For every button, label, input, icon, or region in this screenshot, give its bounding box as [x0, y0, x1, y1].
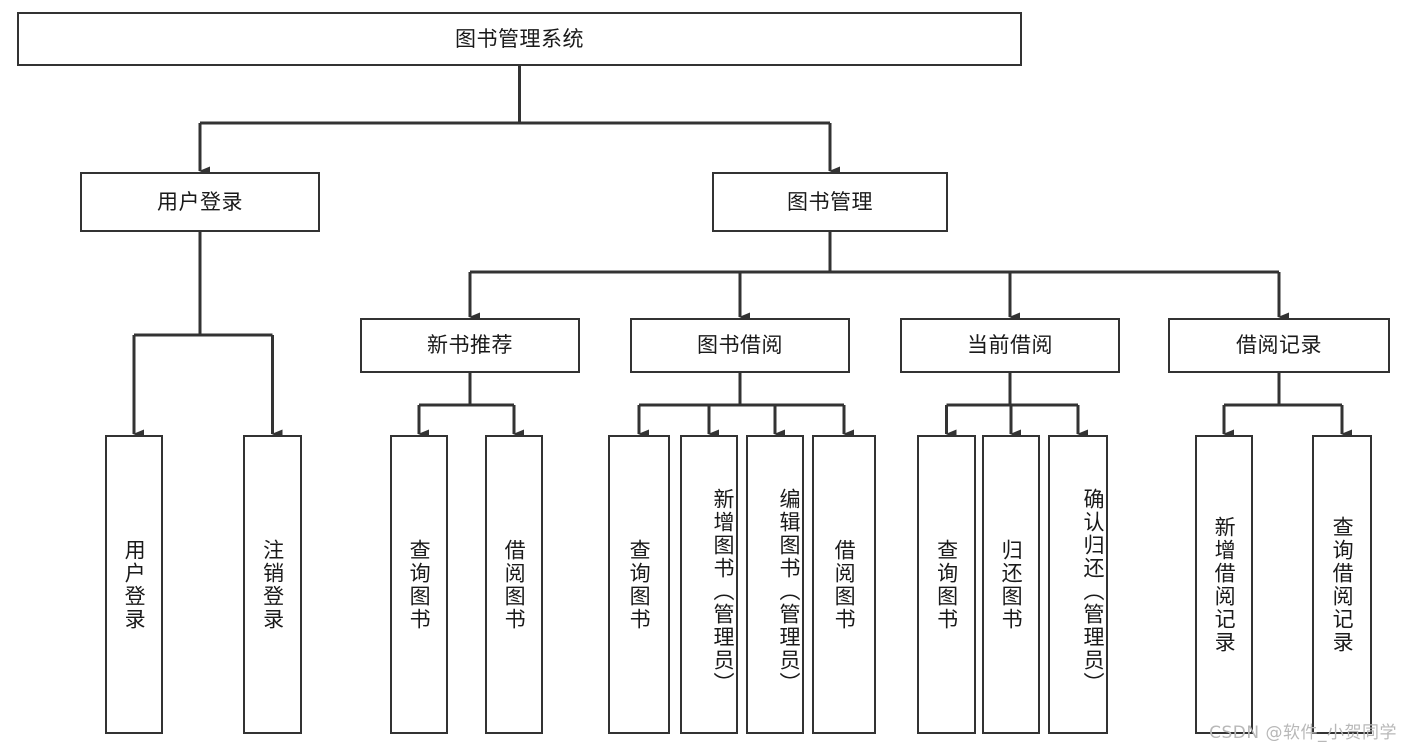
node-leaf-confirm-return[interactable]: 确认归还（管理员） [1048, 435, 1108, 734]
node-label: 当前借阅 [967, 333, 1053, 358]
node-leaf-add-record[interactable]: 新增借阅记录 [1195, 435, 1253, 734]
node-label: 新增图书（管理员） [711, 488, 735, 695]
node-current-borrow[interactable]: 当前借阅 [900, 318, 1120, 373]
node-label: 查询图书 [407, 538, 432, 631]
node-user-login[interactable]: 用户登录 [80, 172, 320, 232]
connector-lines [132, 66, 1352, 439]
node-label: 查询图书 [934, 538, 959, 631]
node-book-manage[interactable]: 图书管理 [712, 172, 948, 232]
node-leaf-query-record[interactable]: 查询借阅记录 [1312, 435, 1372, 734]
node-leaf-edit-book[interactable]: 编辑图书（管理员） [746, 435, 804, 734]
node-label: 编辑图书（管理员） [777, 488, 801, 695]
node-label: 新书推荐 [427, 333, 513, 358]
node-new-book-rec[interactable]: 新书推荐 [360, 318, 580, 373]
node-borrow-record[interactable]: 借阅记录 [1168, 318, 1390, 373]
node-leaf-user-login[interactable]: 用户登录 [105, 435, 163, 734]
node-label: 归还图书 [999, 538, 1024, 631]
node-label: 图书管理 [787, 189, 873, 214]
watermark-text: CSDN @软件_小贺同学 [1209, 723, 1397, 743]
node-label: 借阅记录 [1236, 333, 1322, 358]
node-label: 图书管理系统 [455, 26, 584, 51]
node-label: 借阅图书 [832, 538, 857, 631]
node-label: 新增借阅记录 [1212, 515, 1237, 654]
node-label: 注销登录 [260, 538, 285, 631]
node-label: 借阅图书 [502, 538, 527, 631]
node-leaf-query-book-1[interactable]: 查询图书 [390, 435, 448, 734]
node-label: 用户登录 [122, 538, 147, 631]
node-leaf-query-book-3[interactable]: 查询图书 [917, 435, 976, 734]
node-leaf-logout[interactable]: 注销登录 [243, 435, 302, 734]
node-label: 图书借阅 [697, 333, 783, 358]
node-leaf-borrow-book-2[interactable]: 借阅图书 [812, 435, 876, 734]
node-leaf-borrow-book-1[interactable]: 借阅图书 [485, 435, 543, 734]
node-label: 确认归还（管理员） [1081, 488, 1105, 695]
node-label: 查询图书 [627, 538, 652, 631]
node-leaf-query-book-2[interactable]: 查询图书 [608, 435, 670, 734]
node-root[interactable]: 图书管理系统 [17, 12, 1022, 66]
node-label: 用户登录 [157, 189, 243, 214]
node-leaf-add-book[interactable]: 新增图书（管理员） [680, 435, 738, 734]
node-leaf-return-book[interactable]: 归还图书 [982, 435, 1040, 734]
node-book-borrow[interactable]: 图书借阅 [630, 318, 850, 373]
node-label: 查询借阅记录 [1330, 515, 1355, 654]
